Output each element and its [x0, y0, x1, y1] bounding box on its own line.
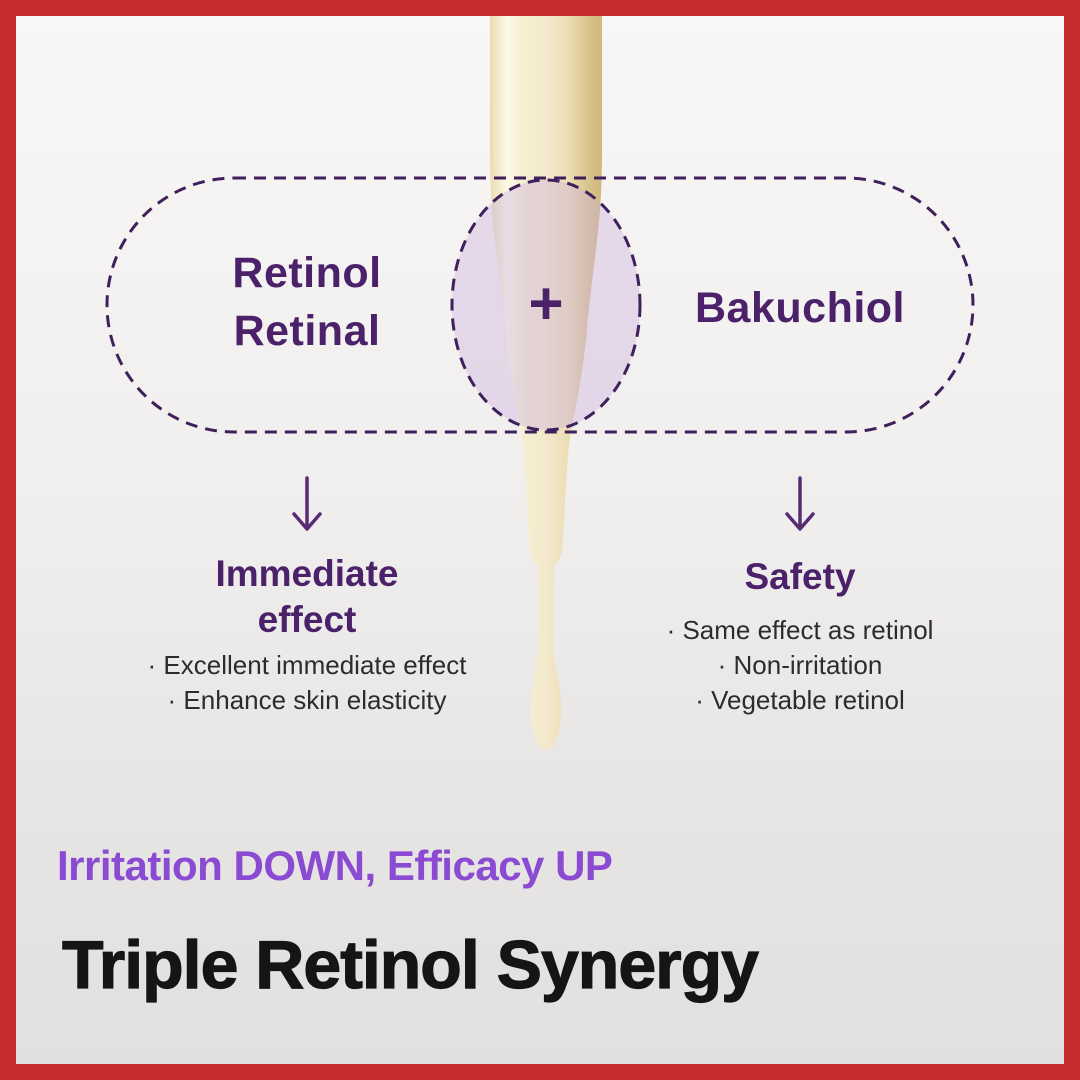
venn-left-line2: Retinal: [233, 307, 381, 355]
bullet-item: · Vegetable retinol: [695, 685, 905, 715]
venn-overlap-fill: [452, 180, 640, 430]
left-title-line2: effect: [257, 599, 357, 640]
right-title-line1: Safety: [744, 556, 856, 597]
bullet-item: · Non-irritation: [717, 650, 883, 680]
venn-right-line1: Bakuchiol: [695, 284, 905, 332]
down-arrow-icon: [292, 476, 322, 531]
bullet-item: · Same effect as retinol: [666, 615, 934, 645]
venn-left-label: Retinol Retinal: [107, 244, 507, 360]
down-arrow-icon: [785, 476, 815, 531]
venn-capsule-outline: [105, 176, 975, 434]
dropper-pipette-illustration: [490, 16, 602, 750]
left-title-line1: Immediate: [215, 553, 399, 594]
right-column-bullets: · Same effect as retinol · Non-irritatio…: [580, 613, 1020, 718]
venn-right-label: Bakuchiol: [600, 279, 1000, 337]
footer-headline: Triple Retinol Synergy: [61, 926, 759, 1003]
left-column-title: Immediate effect: [107, 551, 507, 643]
plus-icon: +: [528, 270, 563, 337]
footer-tagline: Irritation DOWN, Efficacy UP: [57, 842, 613, 889]
venn-left-line1: Retinol: [232, 249, 382, 297]
left-column-bullets: · Excellent immediate effect · Enhance s…: [87, 648, 527, 718]
venn-overlap-outline: [450, 178, 642, 432]
right-column-title: Safety: [600, 554, 1000, 600]
bullet-item: · Excellent immediate effect: [147, 650, 467, 680]
bullet-item: · Enhance skin elasticity: [167, 685, 447, 715]
